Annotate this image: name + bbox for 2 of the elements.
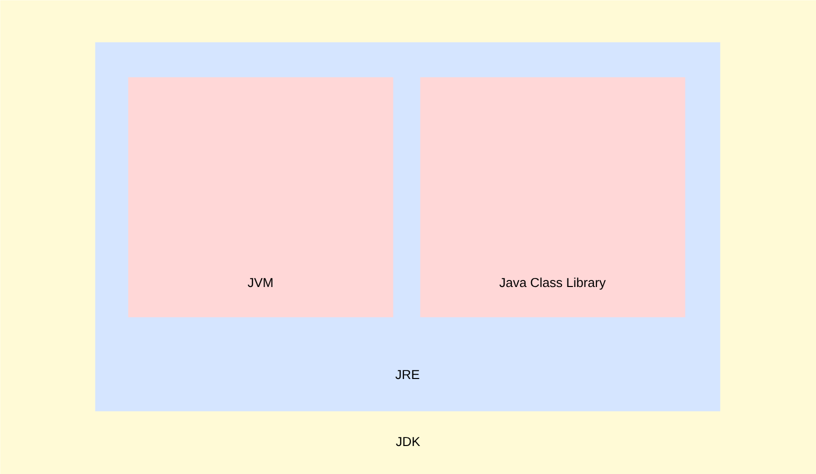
component-box: Java Class Library — [420, 77, 686, 318]
component-box: JVM — [128, 77, 394, 318]
